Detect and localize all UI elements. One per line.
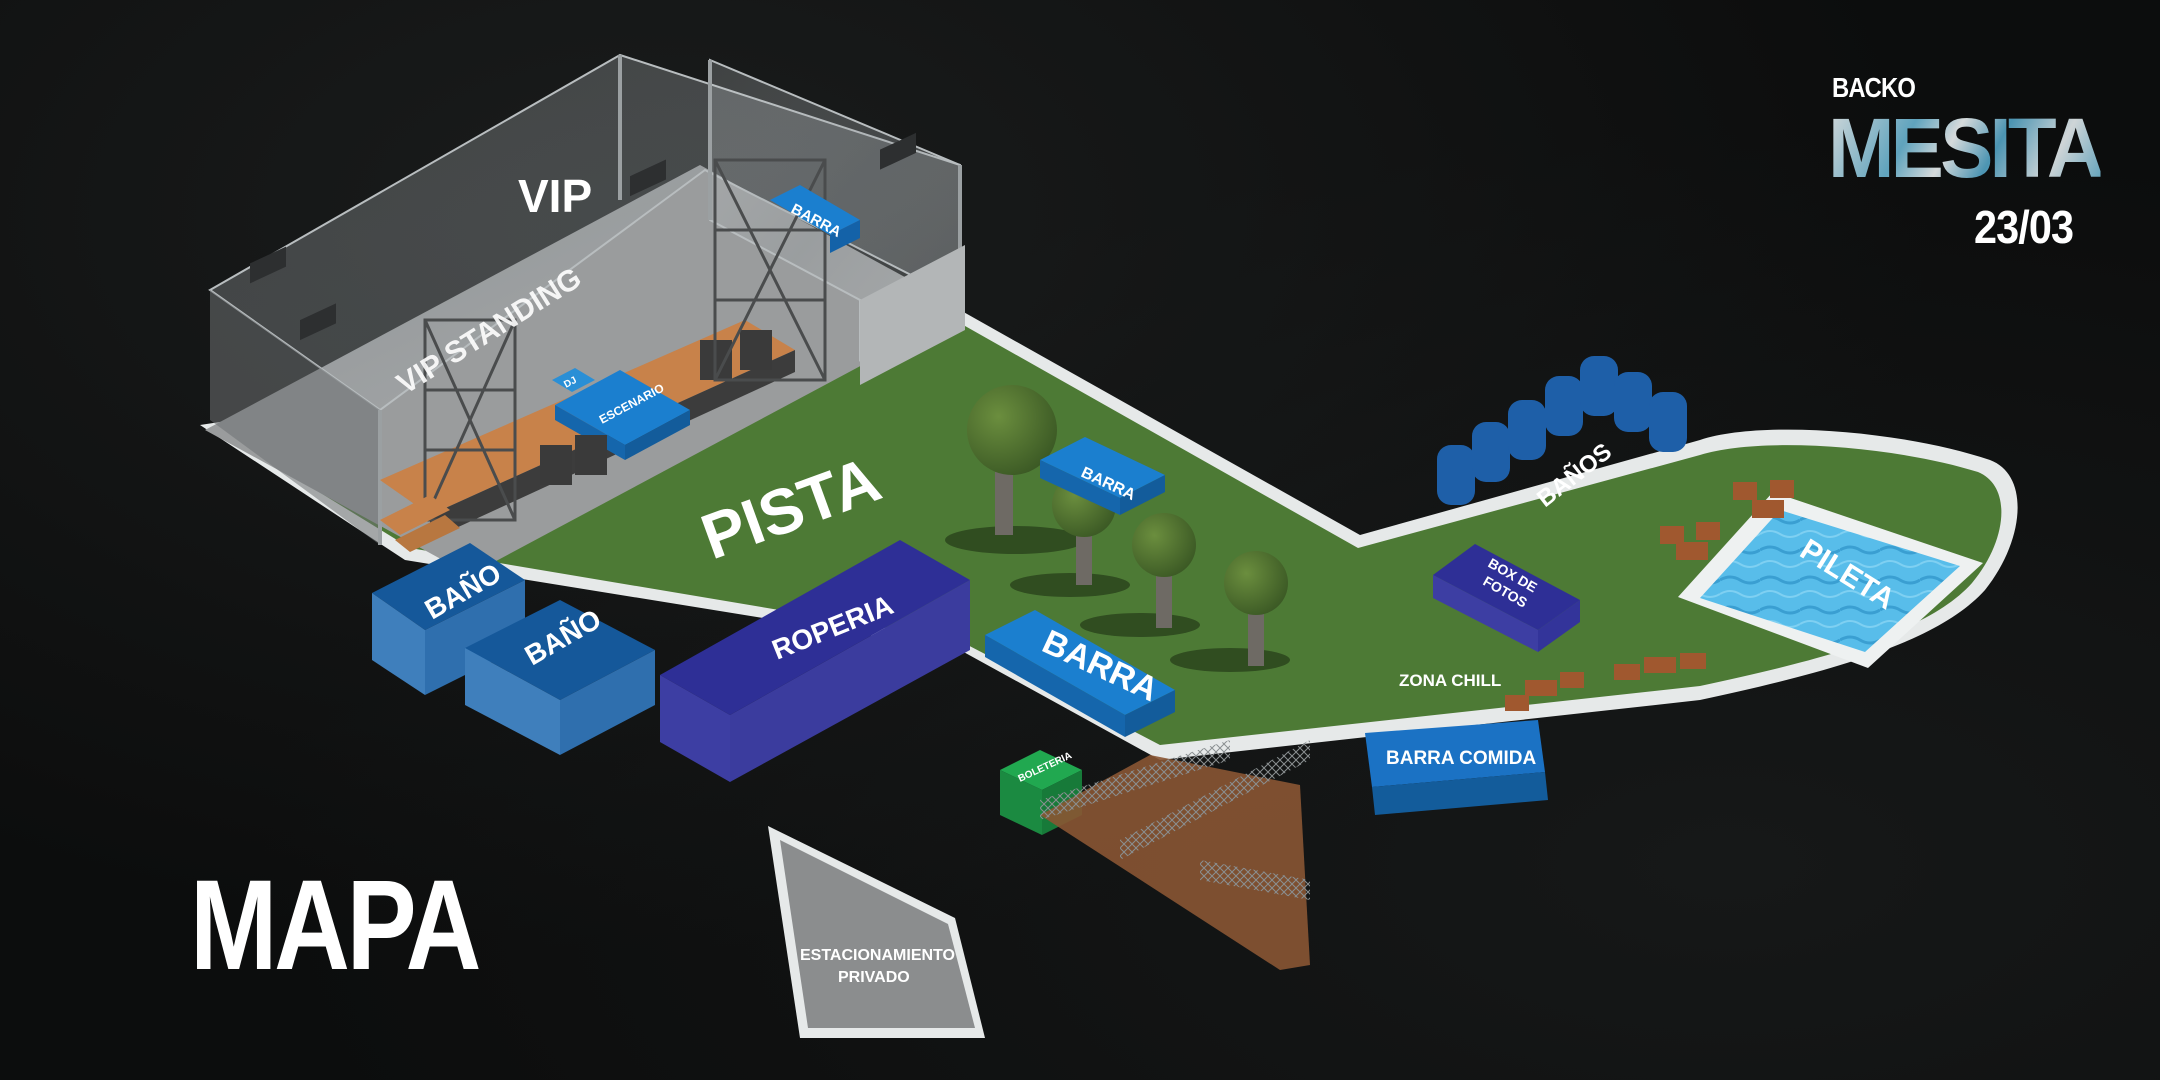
main-bar[interactable] (985, 610, 1175, 737)
event-date: 23/03 (1974, 201, 2074, 253)
bathroom-1[interactable] (372, 543, 525, 695)
brand-top: BACKO (1832, 72, 1916, 103)
entrance-path (1040, 740, 1310, 970)
seating-cubes (1505, 480, 1794, 711)
tree (1170, 551, 1290, 672)
tree (945, 385, 1085, 554)
label-estacionamiento-1: ESTACIONAMIENTO (800, 947, 955, 964)
trees (945, 385, 1290, 672)
label-dj: DJ (562, 375, 578, 391)
escenario-block (555, 370, 690, 445)
brand-name: MESITA (1828, 101, 2105, 195)
stage (380, 158, 827, 552)
tree (1080, 513, 1200, 637)
bathroom-2[interactable] (465, 600, 655, 755)
truss-towers (423, 158, 827, 522)
vip-bar[interactable] (770, 185, 860, 253)
portable-toilets[interactable] (1437, 356, 1687, 505)
vip-floor (205, 165, 965, 575)
dj-booth (552, 368, 595, 392)
page-title: MAPA (190, 854, 481, 997)
label-barra-comida: BARRA COMIDA (1386, 748, 1537, 769)
roperia[interactable] (660, 540, 970, 782)
parking-lot[interactable] (768, 826, 985, 1038)
label-estacionamiento-2: PRIVADO (838, 969, 910, 986)
event-logo: BACKO MESITA 23/03 (1828, 72, 2128, 262)
label-vip: VIP (518, 170, 592, 222)
label-zona-chill: ZONA CHILL (1399, 671, 1501, 690)
pista-bar[interactable] (1040, 437, 1165, 515)
pool[interactable] (1678, 492, 1983, 668)
photo-booth[interactable] (1433, 544, 1580, 652)
food-bar[interactable] (1365, 720, 1548, 815)
